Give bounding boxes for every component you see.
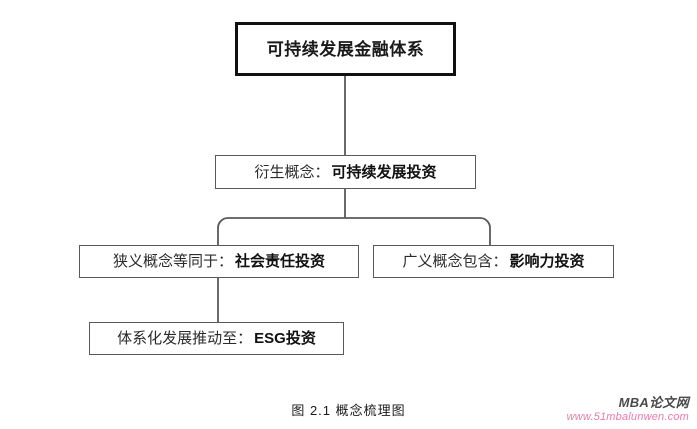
node-narrow-term: 社会责任投资 [235,253,326,270]
connector-split-to-broad [345,217,491,245]
node-esg-prefix: 体系化发展推动至： [117,330,253,347]
watermark-url-text: www.51mbalunwen.com [566,410,689,423]
watermark: MBA论文网 www.51mbalunwen.com [566,395,689,424]
node-broad-concept: 广义概念包含： 影响力投资 [373,245,614,278]
node-root-label: 可持续发展金融体系 [266,39,425,59]
node-derived-concept: 衍生概念： 可持续发展投资 [215,155,476,189]
node-narrow-concept: 狭义概念等同于： 社会责任投资 [79,245,359,278]
connector-split-to-narrow [217,217,345,245]
node-esg-term: ESG投资 [254,330,316,347]
node-root-sustainable-finance-system: 可持续发展金融体系 [235,22,456,76]
node-broad-prefix: 广义概念包含： [402,253,508,270]
node-broad-term: 影响力投资 [509,253,585,270]
node-derived-prefix: 衍生概念： [254,163,330,181]
node-derived-term: 可持续发展投资 [331,163,437,181]
node-esg-investment: 体系化发展推动至： ESG投资 [89,322,344,355]
watermark-brand-text: MBA论文网 [618,395,689,410]
node-narrow-prefix: 狭义概念等同于： [112,253,233,270]
figure-caption: 图 2.1 概念梳理图 [291,403,406,418]
